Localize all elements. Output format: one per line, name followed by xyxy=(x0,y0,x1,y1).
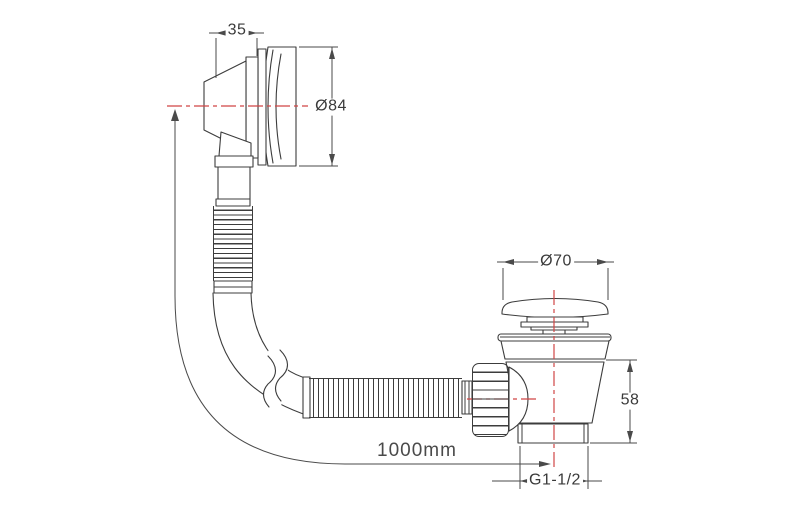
compression-nut xyxy=(472,363,509,437)
flexible-hose-vertical-corrugation xyxy=(213,206,253,281)
label-waste-height: 58 xyxy=(618,391,642,410)
label-overflow-diameter: Ø84 xyxy=(313,97,349,116)
label-overflow-depth: 35 xyxy=(225,21,249,40)
waste-body xyxy=(497,333,612,424)
label-cap-diameter: Ø70 xyxy=(538,252,574,271)
flexible-hose-horizontal-corrugation xyxy=(309,378,462,418)
dimension-waste-height-58 xyxy=(590,359,637,444)
hose-break-symbol xyxy=(263,347,289,412)
overflow-cover xyxy=(203,46,297,167)
dimension-cap-diameter-70 xyxy=(497,259,614,300)
label-outlet-thread: G1-1/2 xyxy=(527,471,583,490)
hose-collar-right xyxy=(461,380,473,415)
waste-tail-thread xyxy=(517,423,589,444)
waste-cap xyxy=(501,297,609,335)
dimension-hose-length-1000 xyxy=(171,109,551,467)
hose-bend xyxy=(212,292,310,417)
overflow-tailpipe xyxy=(213,131,254,294)
label-hose-length: 1000mm xyxy=(375,440,459,462)
